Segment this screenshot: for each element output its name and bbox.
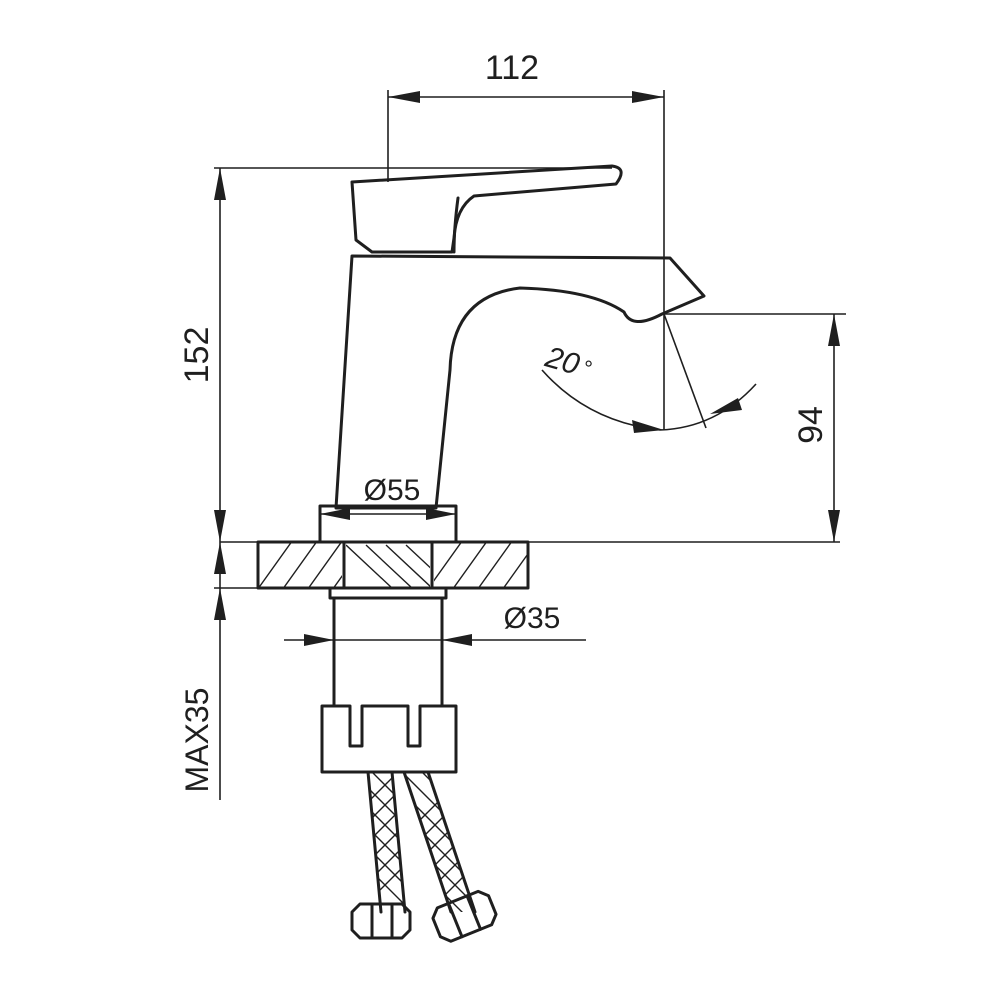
spout-height-label: 94: [792, 406, 830, 444]
mounting-nut: [320, 704, 458, 774]
dimension-base-diameter: Ø55: [320, 474, 456, 520]
dimension-height: 152: [178, 167, 612, 542]
hose-fitting-left: [350, 902, 412, 940]
supply-hoses: [350, 770, 498, 943]
max-thickness-label: MAX35: [179, 688, 215, 793]
dimension-spout-height: 94: [664, 313, 846, 542]
countertop-section: [220, 540, 840, 590]
shank-diameter-label: Ø35: [504, 602, 561, 635]
dimension-shank-diameter: Ø35: [284, 602, 586, 646]
height-label: 152: [178, 327, 216, 384]
dimension-width: 112: [387, 49, 665, 430]
base-diameter-label: Ø55: [364, 474, 421, 507]
shank-and-nut: [320, 586, 458, 774]
dimension-angle: 20°: [541, 313, 757, 433]
hose-fitting-right: [431, 889, 498, 943]
dimension-max-thickness: MAX35: [179, 542, 258, 800]
lever-handle: [350, 164, 623, 254]
width-label: 112: [485, 49, 539, 87]
body-and-spout: [334, 254, 706, 510]
angle-unit: °: [579, 355, 595, 382]
